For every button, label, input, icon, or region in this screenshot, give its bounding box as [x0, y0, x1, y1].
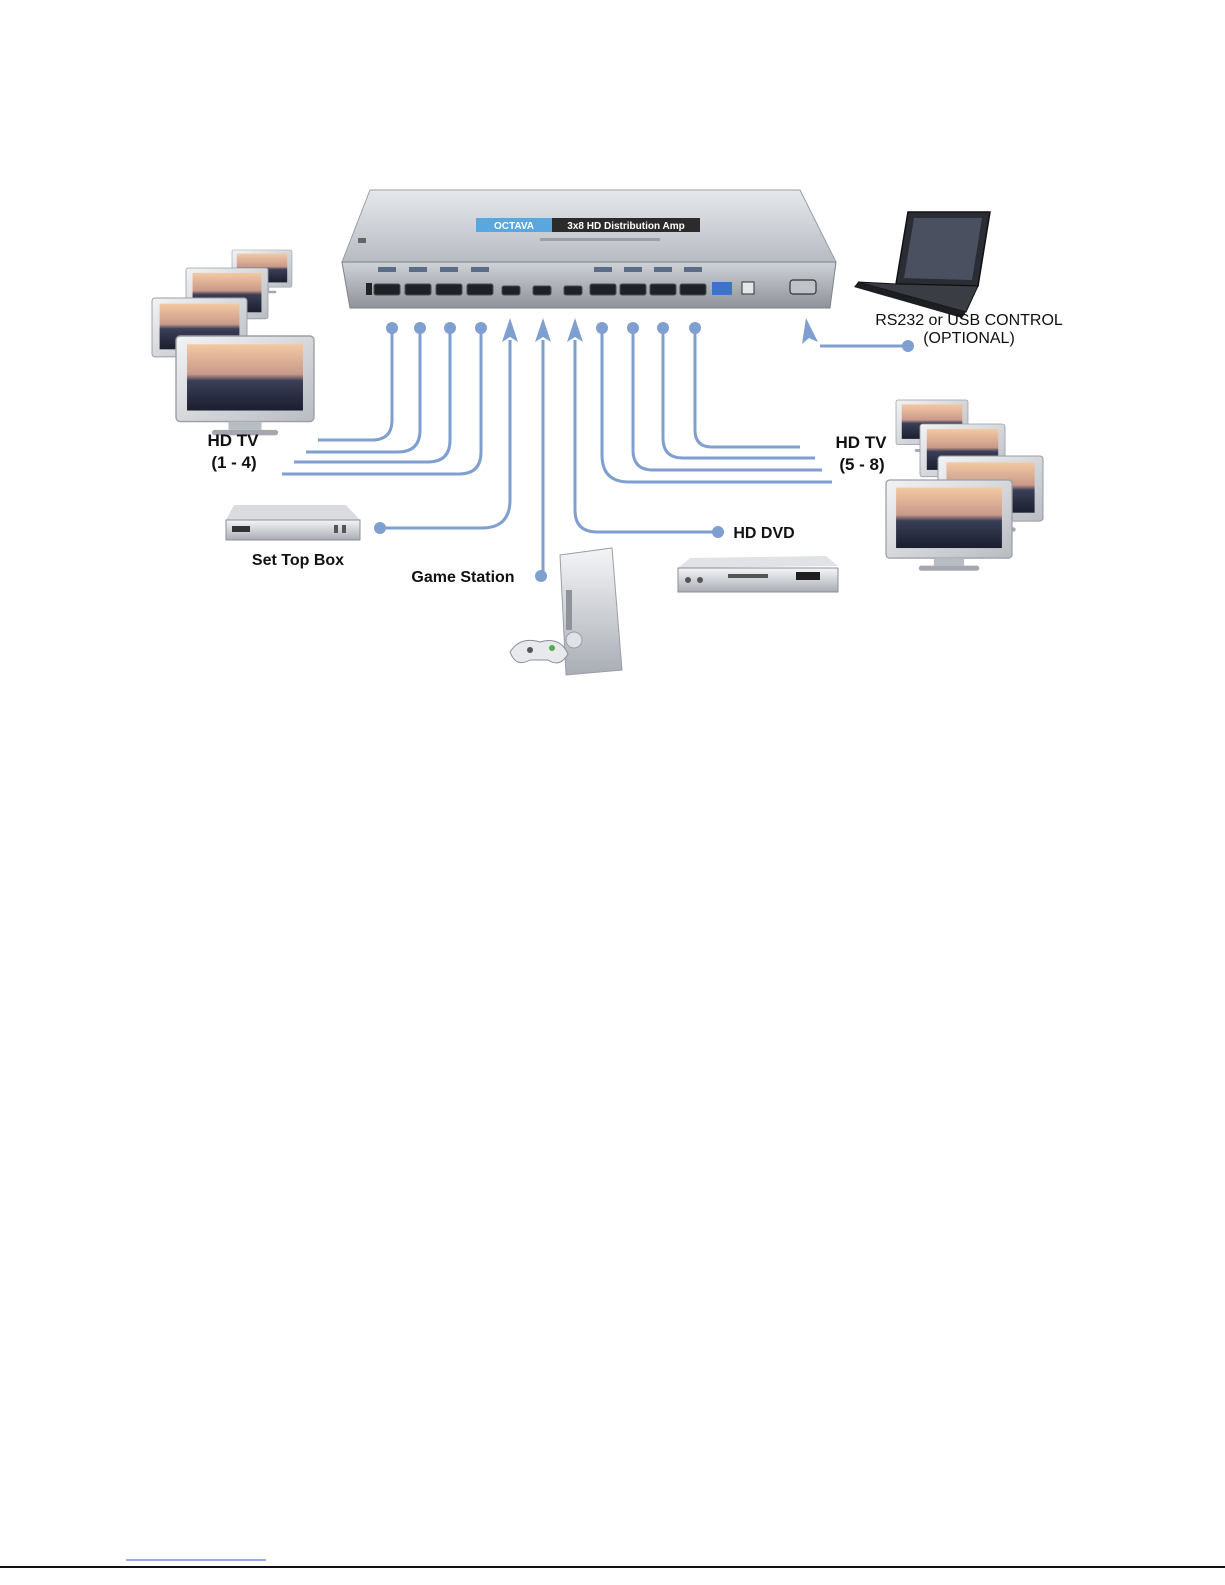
- cable-out-8: [695, 328, 800, 447]
- hdtv-group-left: [152, 250, 314, 435]
- cable-out-7: [663, 328, 815, 458]
- tv-icon: [886, 480, 1012, 571]
- hd-dvd-label: HD DVD: [733, 525, 794, 542]
- hdtv-right-title: HD TV: [836, 433, 888, 452]
- laptop-icon: [854, 212, 990, 318]
- hdtv-left-title: HD TV: [208, 431, 260, 450]
- distribution-amp-icon: OCTAVA 3x8 HD Distribution Amp: [342, 190, 836, 308]
- cable-out-2: [306, 328, 420, 452]
- cable-out-6: [633, 328, 822, 470]
- control-label-line1: RS232 or USB CONTROL: [875, 312, 1063, 329]
- game-station-label: Game Station: [411, 569, 514, 586]
- cables: [282, 318, 914, 582]
- set-top-box-icon: [226, 505, 360, 540]
- control-label-line2: (OPTIONAL): [923, 330, 1015, 347]
- model-label: 3x8 HD Distribution Amp: [567, 221, 684, 232]
- hdtv-right-range: (5 - 8): [839, 455, 884, 474]
- tv-icon: [176, 336, 314, 435]
- cable-in-set-top-box: [380, 340, 510, 528]
- hdtv-left-range: (1 - 4): [211, 453, 256, 472]
- cable-out-3: [294, 328, 450, 462]
- set-top-box-label: Set Top Box: [252, 552, 344, 569]
- cable-out-1: [318, 328, 392, 440]
- game-console-icon: [510, 548, 622, 675]
- brand-name: OCTAVA: [494, 221, 534, 232]
- hdtv-group-right: [886, 400, 1043, 571]
- dvd-player-icon: [678, 556, 838, 592]
